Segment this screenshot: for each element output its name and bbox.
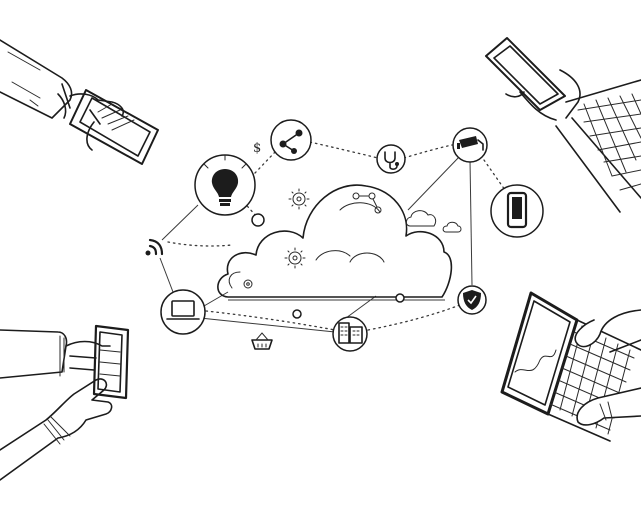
laptop-icon (160, 289, 206, 335)
smart-building-icon (292, 293, 405, 352)
gear-icon (288, 188, 310, 210)
laptop-keyboard (549, 325, 635, 435)
hand-holding-phone-top-left (0, 39, 159, 165)
lightbulb-icon (194, 154, 265, 227)
small-cloud-icon (405, 210, 462, 233)
hands-holding-tablet-bottom-left (0, 324, 130, 481)
cloud-icon (217, 184, 453, 298)
svg-text:$: $ (253, 141, 261, 156)
wifi-signal-icon (145, 238, 164, 256)
shopping-basket-icon (251, 332, 273, 350)
share-graph-icon (270, 119, 312, 161)
stethoscope-icon (376, 144, 406, 174)
security-camera-icon (452, 127, 488, 163)
hands-typing-laptop-bottom-right (500, 291, 641, 442)
shield-check-icon (457, 285, 487, 315)
plaid-sleeve (577, 93, 641, 191)
network-links (159, 141, 506, 333)
smartphone-icon (490, 184, 544, 238)
dollar-icon: $ (253, 141, 261, 156)
hand-holding-phone-top-right (485, 37, 641, 213)
